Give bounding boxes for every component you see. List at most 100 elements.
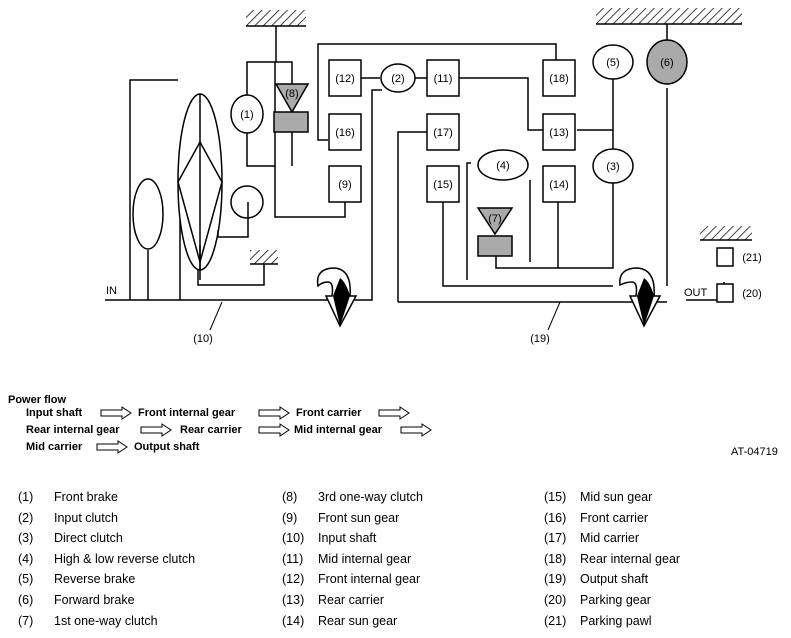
component-boxes [328,59,576,203]
legend-item: (1)Front brake [18,490,118,504]
legend-number: (16) [544,511,567,525]
legend-number: (20) [544,593,567,607]
legend-item: (18) Rear internal gear [544,552,680,566]
legend-number: (17) [544,531,567,545]
legend-name: Rear sun gear [318,614,398,628]
power-flow-arrow-icon [258,423,290,437]
legend-number: (9) [282,511,298,525]
label-c5: (5) [606,57,619,69]
power-flow-step: Mid internal gear [294,424,383,436]
legend-item: (19)Output shaft [544,572,648,586]
label-c15: (15) [433,179,453,191]
legend-number: (6) [18,593,34,607]
legend-item: (8) 3rd one-way clutch [282,490,423,504]
legend-item: (9) Front sun gear [282,511,399,525]
label-c3: (3) [606,161,619,173]
legend-name: Parking gear [580,593,651,607]
label-c16: (16) [335,127,355,139]
legend-item: (5) Reverse brake [18,572,135,586]
label-c17: (17) [433,127,453,139]
power-flow-step: Input shaft [26,407,83,419]
legend-name: Rear carrier [318,593,384,607]
power-flow-step: Front carrier [296,407,362,419]
power-flow-step: Mid carrier [26,441,83,453]
legend-number: (10) [282,531,305,545]
label-c12: (12) [335,73,355,85]
legend-number: (13) [282,593,305,607]
legend-name: Reverse brake [54,572,136,586]
legend-item: (4) High & low reverse clutch [18,552,195,566]
out-label: OUT [684,287,708,299]
legend-name: Front carrier [580,511,649,525]
ground-hatches [246,8,752,265]
legend-item: (17)Mid carrier [544,531,639,545]
label-c13: (13) [549,127,569,139]
legend-name: High & low reverse clutch [54,552,196,566]
legend-number: (15) [544,490,567,504]
power-flow-step: Output shaft [134,441,200,453]
legend-name: 1st one-way clutch [54,614,158,628]
legend-number: (1) [18,490,34,504]
power-flow-arrow-icon [378,406,410,420]
label-c14: (14) [549,179,569,191]
legend-number: (3) [18,531,34,545]
power-flow-step: Rear carrier [180,424,242,436]
component-labels: (1) (2) (3) (4) (5) (6) (7) (8) (9) (10)… [193,57,762,345]
label-c18: (18) [549,73,569,85]
legend-item: (14)Rear sun gear [282,614,397,628]
label-c20: (20) [742,288,762,300]
legend-item: (21)Parking pawl [544,614,652,628]
legend-number: (18) [544,552,567,566]
label-c19: (19) [530,333,550,345]
legend-item: (13) Rear carrier [282,593,384,607]
legend-number: (21) [544,614,567,628]
label-c6: (6) [660,57,673,69]
legend-number: (8) [282,490,298,504]
label-c11: (11) [434,73,453,85]
power-flow-arrow-icon [258,406,290,420]
legend-number: (19) [544,572,567,586]
legend-item: (15) Mid sun gear [544,490,652,504]
label-c7: (7) [488,213,501,225]
power-flow-step: Rear internal gear [26,424,120,436]
legend-number: (4) [18,552,34,566]
legend-name: Mid internal gear [318,552,412,566]
legend-name: Front sun gear [318,511,400,525]
legend-item: (10) Input shaft [282,531,376,545]
legend-item: (6) Forward brake [18,593,135,607]
power-flow-arrow-icon [140,423,172,437]
legend-name: Mid sun gear [580,490,653,504]
legend-item: (7)1st one-way clutch [18,614,158,628]
in-label: IN [106,285,117,297]
power-flow-arrow-icon [100,406,132,420]
power-flow-arrow-icon [400,423,432,437]
label-c9: (9) [338,179,351,191]
leader-lines [209,301,561,331]
legend-item: (3) Direct clutch [18,531,123,545]
torque-converter [132,93,264,271]
legend-name: Rear internal gear [580,552,681,566]
legend-item: (2)Input clutch [18,511,118,525]
connection-lines [105,24,725,303]
legend-number: (11) [282,552,304,566]
label-c21: (21) [742,252,762,264]
power-flow-step: Front internal gear [138,407,236,419]
label-c8: (8) [285,88,298,100]
legend-name: Forward brake [54,593,135,607]
legend-name: Front internal gear [318,572,421,586]
legend-item: (11) Mid internal gear [282,552,411,566]
legend-item: (20) Parking gear [544,593,651,607]
figure-code: AT-04719 [731,446,778,458]
label-c10: (10) [193,333,213,345]
power-flow-title: Power flow [8,394,67,406]
legend-name: 3rd one-way clutch [318,490,423,504]
power-flow-arrow-icon [96,440,128,454]
legend-item: (12)Front internal gear [282,572,420,586]
legend-name: Input shaft [318,531,377,545]
legend-number: (5) [18,572,34,586]
clutch-brake-circles [230,39,688,184]
label-c2: (2) [391,73,404,85]
parking-mechanism [716,247,734,303]
legend-name: Direct clutch [54,531,123,545]
legend-item: (16) Front carrier [544,511,648,525]
